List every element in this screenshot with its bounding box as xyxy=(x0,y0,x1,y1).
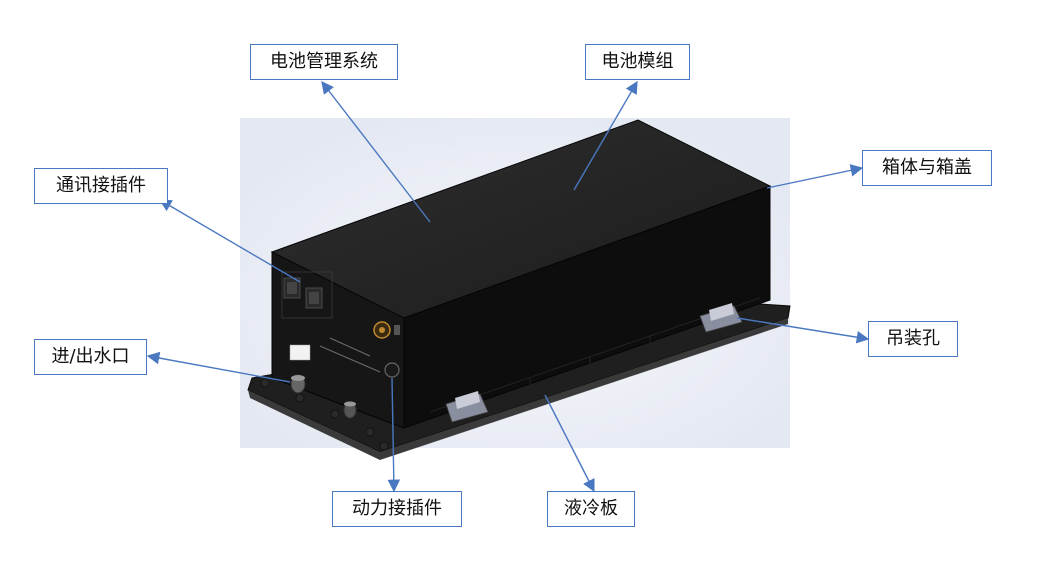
front-label-plate xyxy=(289,344,311,361)
leader-water xyxy=(146,351,291,383)
power-connector xyxy=(373,321,400,378)
nameplate-marks xyxy=(319,337,381,373)
battery-top-face xyxy=(270,119,772,319)
label-box-and-lid: 箱体与箱盖 xyxy=(862,150,992,186)
leader-comm xyxy=(158,199,301,283)
leader-cold xyxy=(544,394,595,493)
leader-module xyxy=(573,80,638,191)
leader-bms xyxy=(321,81,431,223)
label-lifting-hole: 吊装孔 xyxy=(868,321,958,357)
leader-box xyxy=(766,164,864,189)
comm-connector xyxy=(281,271,333,319)
label-battery-module: 电池模组 xyxy=(585,44,690,80)
leader-lines xyxy=(146,80,870,493)
label-water-port: 进/出水口 xyxy=(34,339,147,375)
label-bms: 电池管理系统 xyxy=(250,44,398,80)
label-cold-plate: 液冷板 xyxy=(547,491,635,527)
label-power-connector: 动力接插件 xyxy=(332,491,462,527)
label-comm-connector: 通讯接插件 xyxy=(34,168,168,204)
mounting-tabs xyxy=(260,378,389,451)
leader-lift xyxy=(736,317,870,344)
lifting-brackets xyxy=(445,303,743,423)
leader-power xyxy=(387,377,401,493)
water-ports xyxy=(290,374,357,419)
